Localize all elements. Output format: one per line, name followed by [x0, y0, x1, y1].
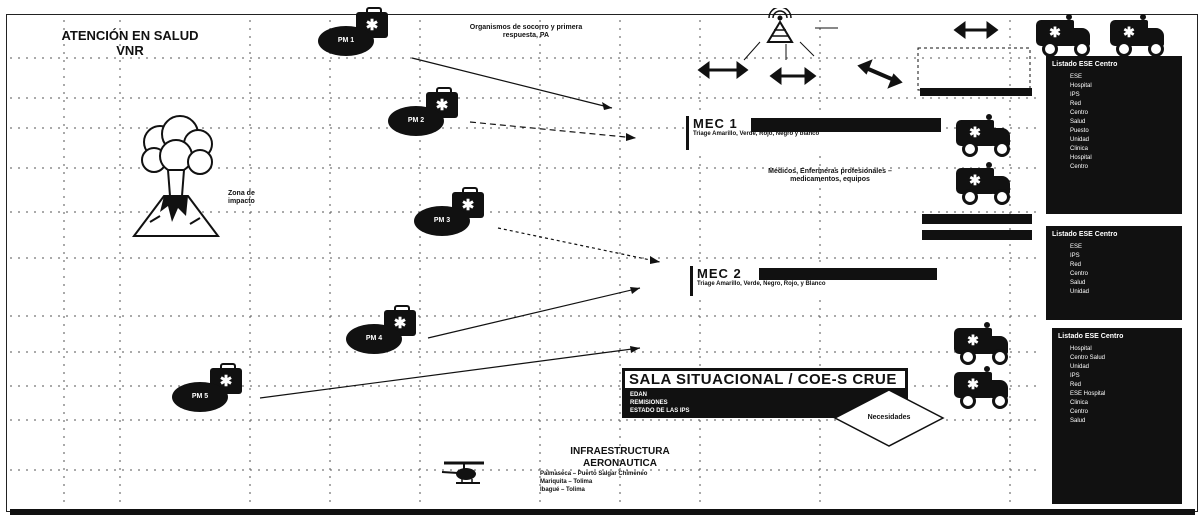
- diamond-label: Necesidades: [860, 414, 918, 422]
- infra-item: Mariquita – Tolima: [520, 478, 720, 486]
- organismos-label: Organismos de socorro y primera respuest…: [466, 24, 586, 40]
- puesto-label: PM 2: [388, 106, 444, 136]
- panel-item: Centro Salud: [1070, 354, 1176, 363]
- mec-1-redacted-bar: [751, 118, 941, 132]
- panel-item: Centro: [1070, 163, 1176, 172]
- infra-title-2: AERONAUTICA: [520, 458, 720, 470]
- panel-item: Red: [1070, 261, 1176, 270]
- panel-title: Listado ESE Centro: [1058, 332, 1176, 341]
- panel-item: Hospital: [1070, 82, 1176, 91]
- arrow-pm3-mec2: [498, 228, 660, 262]
- mec-2-triage: Triage Amarillo, Verde, Negro, Rojo, y B…: [693, 281, 939, 287]
- panel-item: IPS: [1070, 91, 1176, 100]
- panel-item: Clinica: [1070, 145, 1176, 154]
- ambulance-icon: ✱: [956, 162, 1012, 196]
- ambulance-icon: ✱: [954, 366, 1010, 400]
- mec-2-box: MEC 2 Triage Amarillo, Verde, Negro, Roj…: [690, 266, 939, 296]
- volcano-icon: [120, 112, 230, 244]
- zona-impacto-label: Zona de impacto: [228, 190, 272, 206]
- medicos-label: Médicos, Enfermeras profesionales – medi…: [752, 168, 908, 184]
- panel-item: Centro: [1070, 109, 1176, 118]
- panel-item: IPS: [1070, 372, 1176, 381]
- panel-item: Salud: [1070, 118, 1176, 127]
- divider-bar: [922, 230, 1032, 240]
- antenna-icon: [760, 8, 800, 44]
- panel-item: Centro: [1070, 408, 1176, 417]
- panel-item: Salud: [1070, 279, 1176, 288]
- panel-1: Listado ESE Centro ESE Hospital IPS Red …: [1046, 56, 1182, 214]
- diagram-title: ATENCIÓN EN SALUD VNR: [30, 28, 230, 58]
- mec-1-box: MEC 1 Triage Amarillo, Verde, Rojo, Negr…: [686, 116, 941, 150]
- puesto-label: PM 4: [346, 324, 402, 354]
- infra-item: Ibagué – Tolima: [520, 486, 720, 494]
- puesto-label: PM 3: [414, 206, 470, 236]
- panel-item: IPS: [1070, 252, 1176, 261]
- ambulance-icon: ✱: [956, 114, 1012, 148]
- panel-item: Clinica: [1070, 399, 1176, 408]
- divider-bar: [922, 214, 1032, 224]
- title-line-2: VNR: [30, 43, 230, 58]
- panel-item: ESE: [1070, 243, 1176, 252]
- panel-item: Unidad: [1070, 288, 1176, 297]
- sala-title: SALA SITUACIONAL / COE-S CRUE: [624, 370, 906, 389]
- panel-item: ESE: [1070, 73, 1176, 82]
- divider-bar: [920, 88, 1032, 96]
- ambulance-icon: ✱: [1036, 14, 1092, 48]
- panel-item: Hospital: [1070, 345, 1176, 354]
- ambulance-icon: ✱: [954, 322, 1010, 356]
- infra-title-1: INFRAESTRUCTURA: [520, 446, 720, 458]
- arrow-pm5-sala: [260, 348, 640, 398]
- title-line-1: ATENCIÓN EN SALUD: [30, 28, 230, 43]
- puesto-label: PM 5: [172, 382, 228, 412]
- panel-item: Unidad: [1070, 136, 1176, 145]
- panel-item: Red: [1070, 100, 1176, 109]
- infra-item: Palmaseca – Puerto Salgar Chimeneo: [520, 470, 720, 478]
- panel-item: Unidad: [1070, 363, 1176, 372]
- panel-item: Centro: [1070, 270, 1176, 279]
- arrow-pm2-mec1: [470, 122, 636, 138]
- helicopter-icon: [440, 460, 490, 486]
- panel-2: Listado ESE Centro ESE IPS Red Centro Sa…: [1046, 226, 1182, 320]
- panel-title: Listado ESE Centro: [1052, 230, 1176, 239]
- panel-item: Puesto: [1070, 127, 1176, 136]
- mec-2-redacted-bar: [759, 268, 937, 280]
- ambulance-icon: ✱: [1110, 14, 1166, 48]
- panel-item: Hospital: [1070, 154, 1176, 163]
- panel-item: Red: [1070, 381, 1176, 390]
- arrow-pm4-mec2: [428, 288, 640, 338]
- panel-title: Listado ESE Centro: [1052, 60, 1176, 69]
- puesto-label: PM 1: [318, 26, 374, 56]
- panel-item: Salud: [1070, 417, 1176, 426]
- infraestructura-aeronautica: INFRAESTRUCTURA AERONAUTICA Palmaseca – …: [520, 446, 720, 494]
- bottom-bar: [10, 509, 1195, 515]
- panel-3: Listado ESE Centro Hospital Centro Salud…: [1052, 328, 1182, 504]
- panel-item: ESE Hospital: [1070, 390, 1176, 399]
